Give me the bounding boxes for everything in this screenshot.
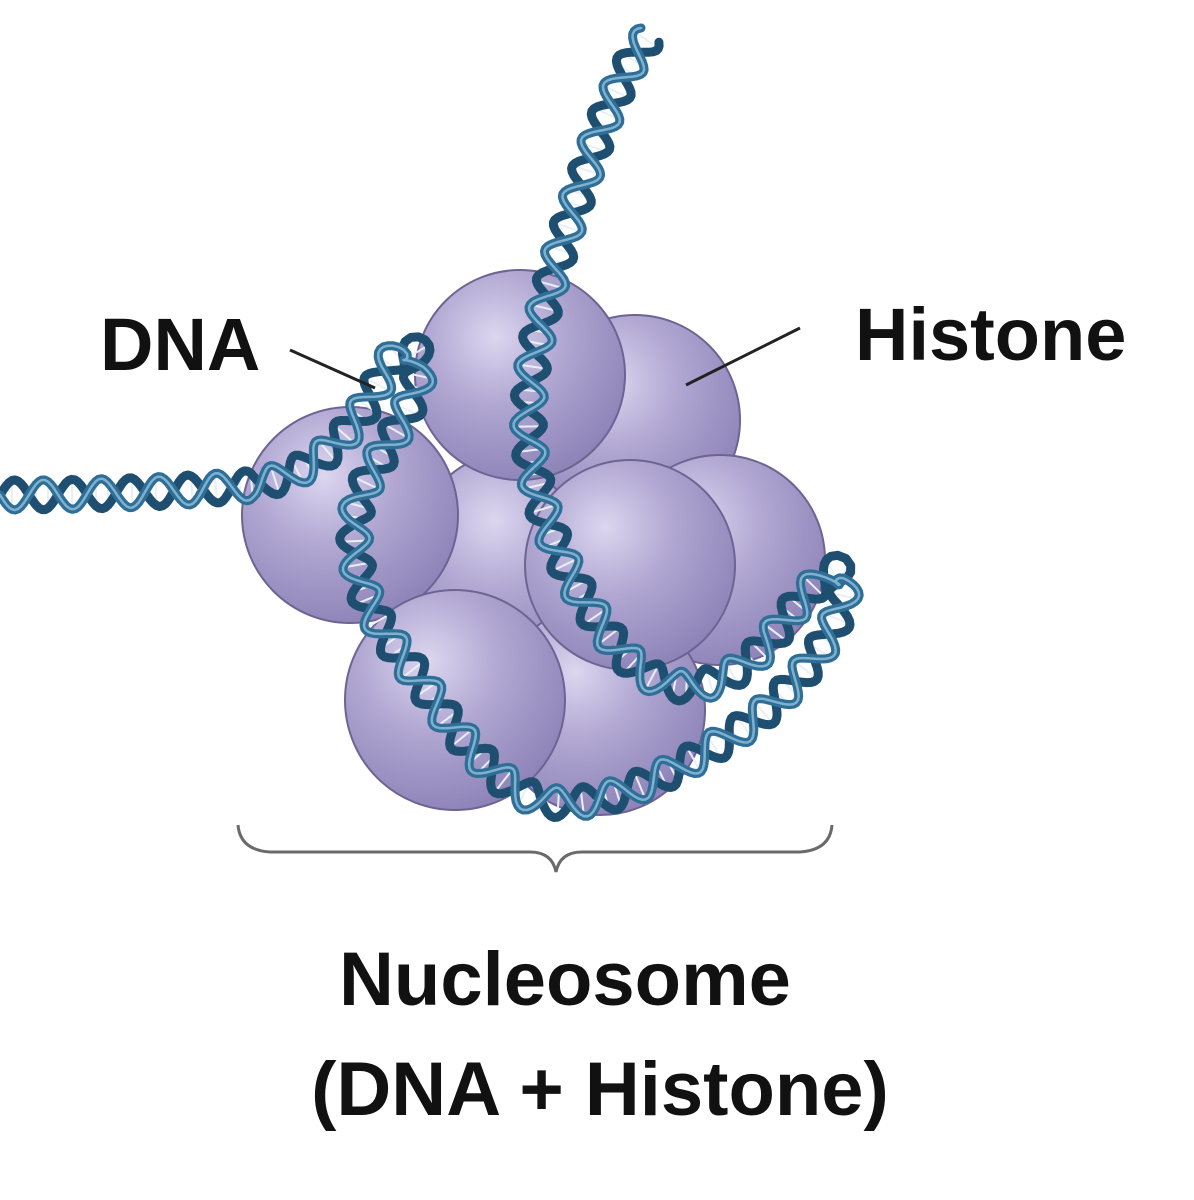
dna-base-pair bbox=[70, 479, 74, 510]
histone-leader-line bbox=[685, 326, 801, 387]
dna-base-pair bbox=[493, 768, 514, 794]
histone-sphere-bottom-left bbox=[344, 589, 566, 811]
histone-label: Histone bbox=[855, 293, 1127, 376]
dna-base-pair bbox=[793, 659, 818, 680]
dna-base-pair bbox=[802, 575, 826, 598]
dna-base-pair bbox=[643, 663, 660, 691]
dna-leader-line bbox=[289, 348, 376, 390]
dna-base-pair bbox=[363, 376, 392, 393]
dna-base-pair bbox=[633, 30, 659, 50]
histone-sphere-center-right bbox=[524, 459, 736, 671]
dna-base-pair bbox=[551, 557, 580, 573]
dna-base-pair bbox=[269, 465, 281, 495]
dna-label: DNA bbox=[100, 303, 261, 386]
dna-strand-back bbox=[0, 37, 856, 822]
dna-double-helix bbox=[0, 23, 864, 822]
dna-base-pair bbox=[364, 612, 392, 630]
dna-base-pair bbox=[517, 363, 548, 370]
dna-base-pair bbox=[633, 771, 647, 800]
nucleosome-caption-title: Nucleosome bbox=[339, 937, 791, 1022]
nucleosome-caption-subtitle: (DNA + Histone) bbox=[311, 1047, 889, 1132]
nucleosome-brace bbox=[236, 824, 834, 873]
dna-strand-highlight bbox=[0, 26, 861, 818]
dna-base-pair bbox=[553, 221, 583, 233]
histone-octamer bbox=[241, 269, 826, 816]
dna-base-pair bbox=[352, 475, 381, 491]
